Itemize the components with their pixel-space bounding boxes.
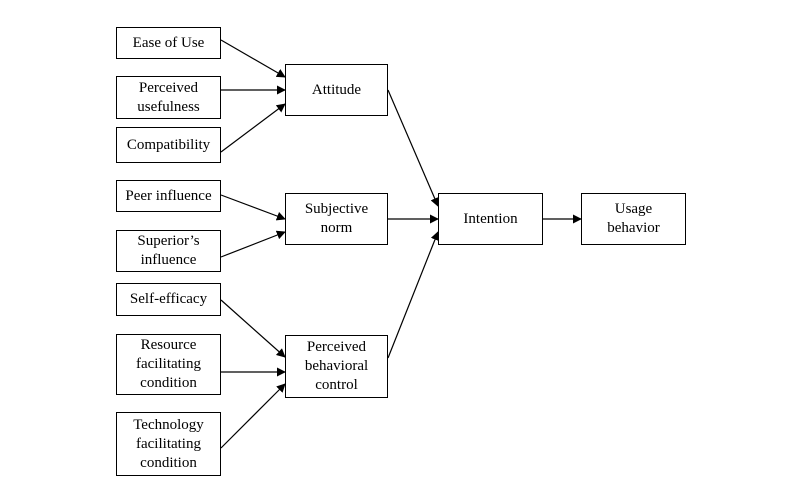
node-perceived-behavioral-control: Perceived behavioral control xyxy=(285,335,388,398)
node-intention: Intention xyxy=(438,193,543,245)
arrow-peer-influence-to-subjective-norm xyxy=(220,194,286,221)
node-perceived-usefulness: Perceived usefulness xyxy=(116,76,221,119)
node-technology-facilitating-condition: Technology facilitating condition xyxy=(116,412,221,476)
node-compatibility: Compatibility xyxy=(116,127,221,163)
node-peer-influence: Peer influence xyxy=(116,180,221,212)
arrow-self-efficacy-to-perceived-behavioral-control xyxy=(220,299,286,358)
node-usage-behavior: Usage behavior xyxy=(581,193,686,245)
node-ease-of-use: Ease of Use xyxy=(116,27,221,59)
arrow-attitude-to-intention xyxy=(387,89,439,207)
node-resource-facilitating-condition: Resource facilitating condition xyxy=(116,334,221,395)
node-superiors-influence: Superior’s influence xyxy=(116,230,221,272)
node-self-efficacy: Self-efficacy xyxy=(116,283,221,316)
node-subjective-norm: Subjective norm xyxy=(285,193,388,245)
arrow-ease-of-use-to-attitude xyxy=(220,39,286,78)
arrow-technology-facilitating-condition-to-perceived-behavioral-control xyxy=(220,383,286,449)
node-attitude: Attitude xyxy=(285,64,388,116)
arrow-superiors-influence-to-subjective-norm xyxy=(220,230,286,258)
arrow-perceived-behavioral-control-to-intention xyxy=(387,231,440,359)
arrow-compatibility-to-attitude xyxy=(220,103,286,153)
